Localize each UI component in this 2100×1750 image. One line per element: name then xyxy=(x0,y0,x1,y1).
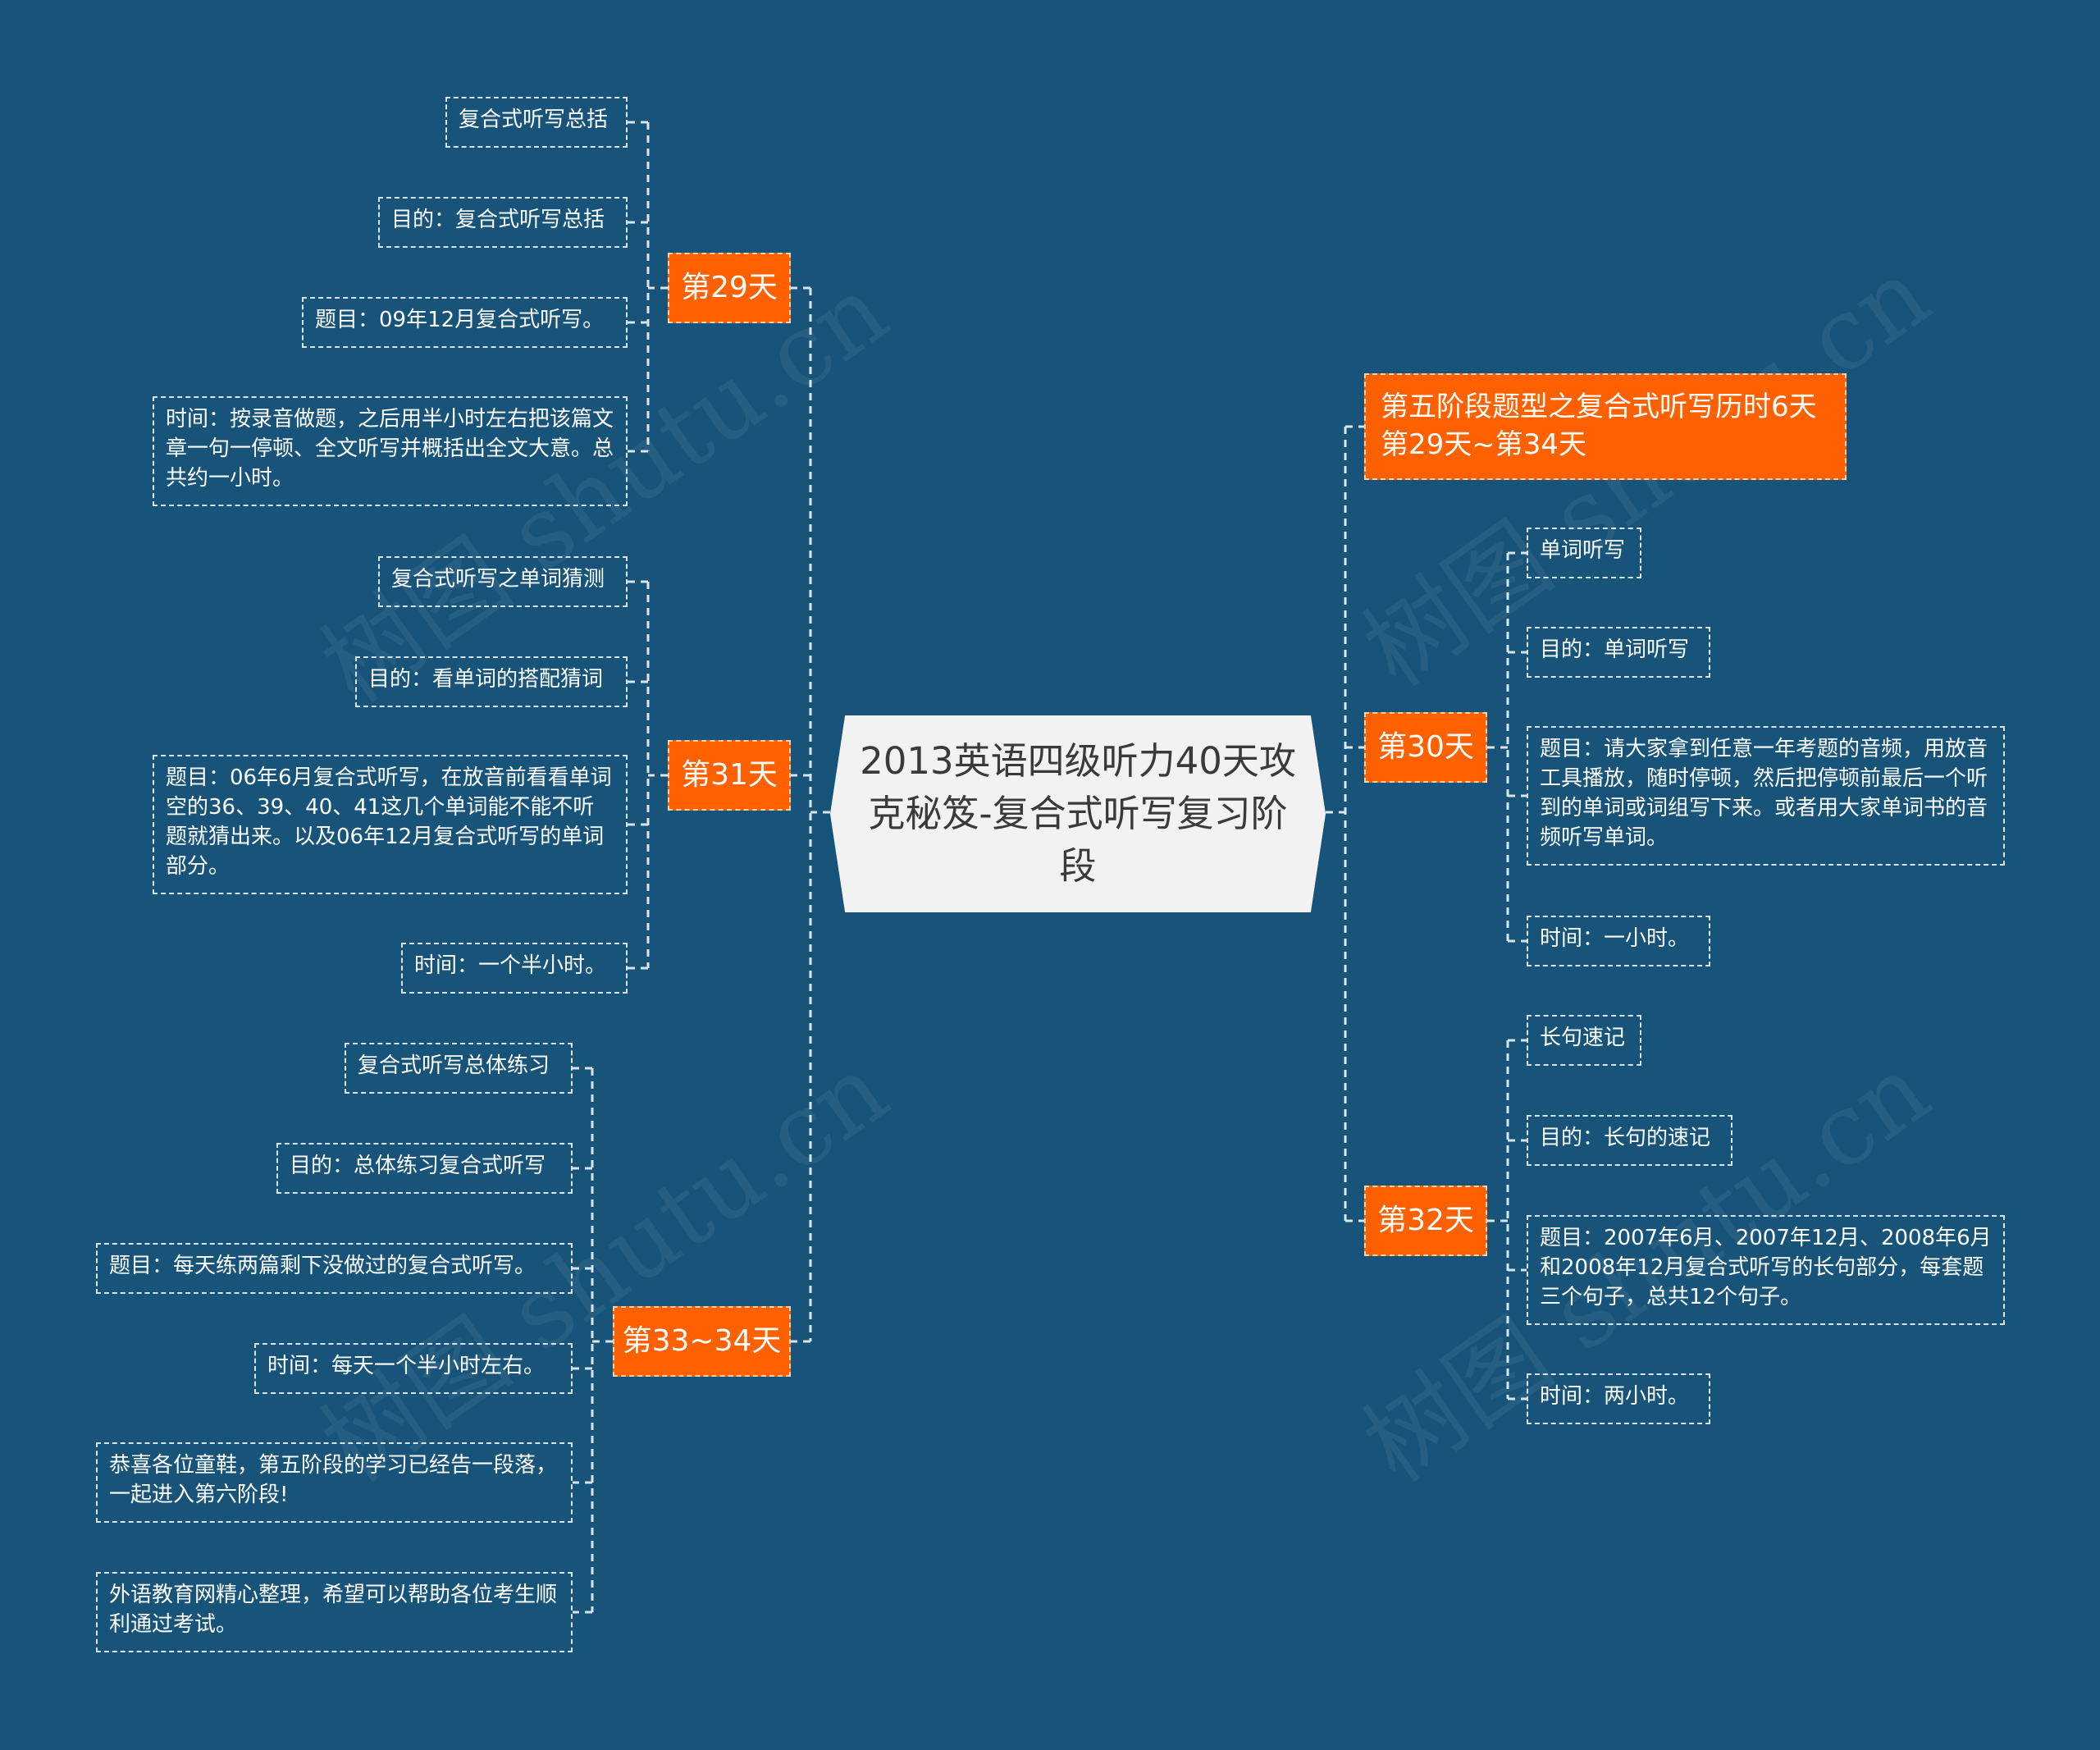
leaf-day33-source[interactable]: 外语教育网精心整理，希望可以帮助各位考生顺利通过考试。 xyxy=(96,1572,573,1652)
leaf-day30-exercise[interactable]: 题目：请大家拿到任意一年考题的音频，用放音工具播放，随时停顿，然后把停顿前最后一… xyxy=(1527,726,2005,866)
leaf-day29-goal[interactable]: 目的：复合式听写总括 xyxy=(378,197,628,248)
leaf-day33-congrats[interactable]: 恭喜各位童鞋，第五阶段的学习已经告一段落，一起进入第六阶段! xyxy=(96,1442,573,1523)
leaf-day32-exercise[interactable]: 题目：2007年6月、2007年12月、2008年6月和2008年12月复合式听… xyxy=(1527,1215,2005,1325)
leaf-day32-goal[interactable]: 目的：长句的速记 xyxy=(1527,1115,1732,1166)
root-title: 2013英语四级听力40天攻克秘笈-复合式听写复习阶段 xyxy=(860,739,1296,888)
leaf-day32-time[interactable]: 时间：两小时。 xyxy=(1527,1373,1710,1424)
branch-day29[interactable]: 第29天 xyxy=(668,253,791,323)
leaf-day30-goal[interactable]: 目的：单词听写 xyxy=(1527,627,1710,678)
branch-day32[interactable]: 第32天 xyxy=(1364,1186,1487,1256)
leaf-day31-exercise[interactable]: 题目：06年6月复合式听写，在放音前看看单词空的36、39、40、41这几个单词… xyxy=(153,755,628,894)
leaf-day31-topic[interactable]: 复合式听写之单词猜测 xyxy=(378,556,628,607)
leaf-day31-goal[interactable]: 目的：看单词的搭配猜词 xyxy=(355,656,628,707)
leaf-day33-time[interactable]: 时间：每天一个半小时左右。 xyxy=(254,1343,573,1394)
branch-day33-34[interactable]: 第33~34天 xyxy=(613,1306,791,1377)
leaf-day32-topic[interactable]: 长句速记 xyxy=(1527,1015,1641,1066)
leaf-day30-topic[interactable]: 单词听写 xyxy=(1527,528,1641,578)
branch-day31[interactable]: 第31天 xyxy=(668,740,791,811)
branch-day30[interactable]: 第30天 xyxy=(1364,712,1487,783)
root-topic[interactable]: 2013英语四级听力40天攻克秘笈-复合式听写复习阶段 xyxy=(830,715,1326,912)
branch-phase-summary[interactable]: 第五阶段题型之复合式听写历时6天第29天~第34天 xyxy=(1364,373,1847,480)
leaf-day33-goal[interactable]: 目的：总体练习复合式听写 xyxy=(276,1143,573,1194)
leaf-day29-topic[interactable]: 复合式听写总括 xyxy=(445,97,628,148)
leaf-day31-time[interactable]: 时间：一个半小时。 xyxy=(401,943,628,994)
leaf-day29-exercise[interactable]: 题目：09年12月复合式听写。 xyxy=(302,297,628,348)
leaf-day33-topic[interactable]: 复合式听写总体练习 xyxy=(345,1043,573,1094)
leaf-day29-time[interactable]: 时间：按录音做题，之后用半小时左右把该篇文章一句一停顿、全文听写并概括出全文大意… xyxy=(153,396,628,506)
leaf-day30-time[interactable]: 时间：一小时。 xyxy=(1527,916,1710,966)
leaf-day33-exercise[interactable]: 题目：每天练两篇剩下没做过的复合式听写。 xyxy=(96,1243,573,1294)
